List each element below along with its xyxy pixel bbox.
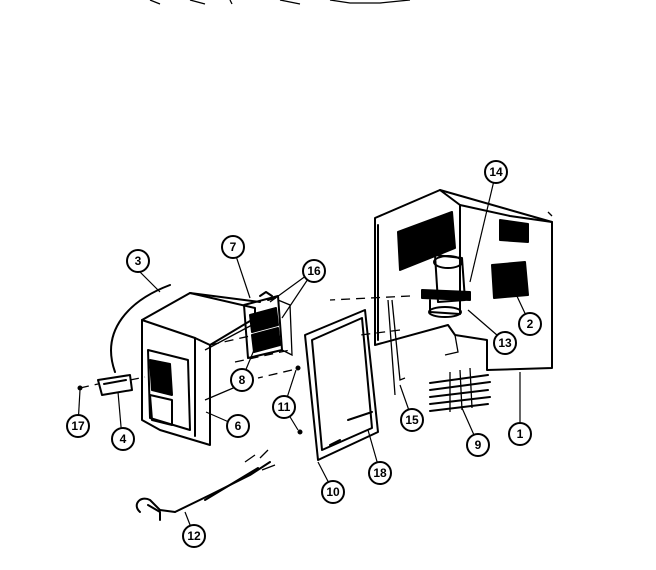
callout-6: 6 xyxy=(226,414,250,438)
callout-7: 7 xyxy=(221,235,245,259)
callout-label: 13 xyxy=(498,336,512,350)
part-motor xyxy=(329,254,471,318)
callout-label: 16 xyxy=(307,264,321,278)
callout-label: 1 xyxy=(517,427,524,441)
callout-label: 11 xyxy=(278,400,291,414)
callout-label: 17 xyxy=(71,419,85,433)
callout-10: 10 xyxy=(321,480,345,504)
callout-label: 3 xyxy=(135,254,142,268)
callout-9: 9 xyxy=(466,433,490,457)
callout-18: 18 xyxy=(368,461,392,485)
callout-label: 6 xyxy=(235,419,242,433)
part-control-bracket xyxy=(209,291,293,363)
part-screw-17 xyxy=(77,385,83,391)
part-screws-11 xyxy=(295,365,303,435)
part-cabinet-back xyxy=(374,189,553,371)
callout-1: 1 xyxy=(508,422,532,446)
callout-8: 8 xyxy=(230,368,254,392)
callout-label: 12 xyxy=(187,529,201,543)
callout-13: 13 xyxy=(493,331,517,355)
callout-16: 16 xyxy=(302,259,326,283)
callout-label: 8 xyxy=(239,373,246,387)
callout-4: 4 xyxy=(111,427,135,451)
callout-label: 4 xyxy=(120,432,127,446)
callout-label: 2 xyxy=(527,317,534,331)
part-wire-3 xyxy=(110,284,171,373)
callout-label: 14 xyxy=(489,165,503,179)
callout-15: 15 xyxy=(400,408,424,432)
callout-label: 15 xyxy=(405,413,419,427)
part-harness-9 xyxy=(429,367,491,412)
top-edge-artifact xyxy=(149,0,411,5)
callout-17: 17 xyxy=(66,414,90,438)
callout-label: 18 xyxy=(373,466,387,480)
callout-2: 2 xyxy=(518,312,542,336)
callout-label: 10 xyxy=(326,485,340,499)
part-power-cord-12 xyxy=(135,449,276,521)
callout-12: 12 xyxy=(182,524,206,548)
part-switch xyxy=(491,261,529,299)
part-bracket-4 xyxy=(79,374,146,396)
callout-14: 14 xyxy=(484,160,508,184)
callout-11: 11 xyxy=(272,395,296,419)
part-door-panel xyxy=(257,309,379,461)
callout-3: 3 xyxy=(126,249,150,273)
callout-label: 9 xyxy=(475,438,482,452)
leader-lines xyxy=(77,171,531,536)
callout-label: 7 xyxy=(230,240,237,254)
